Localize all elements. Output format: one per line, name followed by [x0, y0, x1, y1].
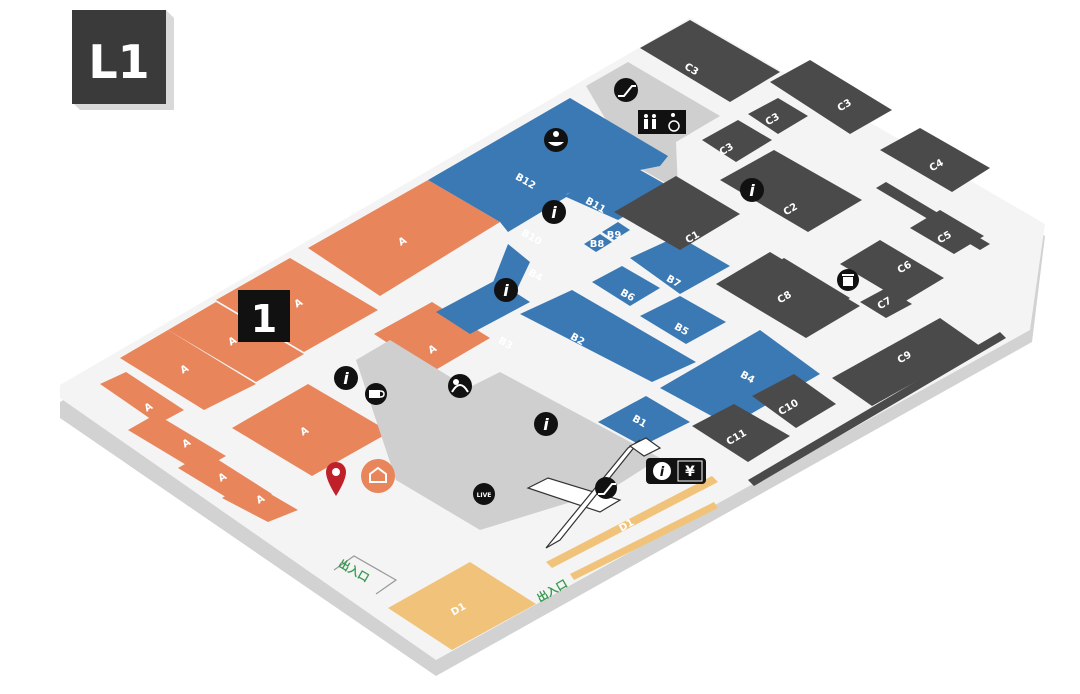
svg-text:LIVE: LIVE [477, 492, 492, 499]
zone-a3[interactable] [168, 302, 304, 382]
zone-c7[interactable] [860, 288, 912, 318]
zone-c6[interactable] [840, 240, 944, 302]
dining-icon[interactable] [544, 128, 568, 152]
zone-c3d[interactable] [702, 120, 772, 162]
zone-c9[interactable] [832, 318, 980, 406]
svg-text:i: i [343, 369, 349, 388]
live-icon[interactable]: LIVE [473, 483, 495, 505]
escalator [526, 437, 662, 549]
zone-a-group: A A A A A A A A A A [100, 180, 500, 522]
zone-b10[interactable] [500, 186, 568, 232]
zone-c10[interactable] [752, 374, 836, 428]
zone-c5[interactable] [910, 210, 984, 254]
zone-a4[interactable] [120, 330, 256, 410]
zone-b11[interactable] [564, 162, 672, 220]
zone-c4[interactable] [880, 128, 990, 192]
zone-c-group: C3 C3 C3 C3 C4 C1 C2 C5 C6 C7 C8 C9 C10 … [614, 20, 990, 462]
zone-a9[interactable] [232, 384, 390, 476]
zone-c8[interactable] [716, 252, 860, 338]
zone-b6[interactable] [592, 266, 660, 306]
zone-a1[interactable] [308, 180, 500, 296]
zone-a2[interactable] [216, 258, 378, 352]
area-number-marker: 1 [238, 290, 290, 342]
zone-b-group: B12 B11 B10 B8 B9 B4 B6 B7 B5 B3 B2 B4 B… [428, 98, 820, 446]
zone-b8-label: B8 [590, 239, 605, 250]
zone-c3a[interactable] [640, 20, 780, 102]
zone-a5[interactable] [100, 372, 184, 424]
svg-text:i: i [503, 281, 509, 300]
zone-b7[interactable] [630, 236, 730, 294]
zone-a10[interactable] [374, 302, 490, 372]
zone-b8[interactable] [584, 234, 612, 252]
info-icon-1[interactable]: i [334, 366, 358, 390]
kids-play-icon[interactable] [448, 374, 472, 398]
common-area-center[interactable] [356, 340, 660, 530]
floor-badge: L1 [72, 10, 174, 110]
zone-d-group: D1 D1 [388, 476, 718, 650]
info-icon-2[interactable]: i [494, 278, 518, 302]
info-icon-4[interactable]: i [534, 412, 558, 436]
zone-c1[interactable] [614, 176, 740, 250]
zone-b4b[interactable] [660, 330, 820, 426]
cafe-icon[interactable] [365, 383, 387, 405]
accessible-icon[interactable] [662, 110, 686, 134]
wall-stripes [748, 182, 1006, 486]
zone-c11[interactable] [692, 404, 790, 462]
zone-a8[interactable] [222, 482, 298, 522]
zone-b5[interactable] [640, 296, 726, 344]
info-icon-5[interactable]: i [740, 178, 764, 202]
restroom-icon[interactable] [638, 110, 662, 134]
service-center-icon[interactable] [361, 459, 395, 493]
escalator-icon[interactable] [595, 477, 617, 499]
zone-c3b[interactable] [770, 60, 892, 134]
zone-d1b[interactable] [546, 476, 718, 568]
zone-d1b-stripe [570, 502, 718, 580]
escalator-top-icon[interactable] [614, 78, 638, 102]
info-icon-6: i [660, 465, 665, 480]
zone-b1[interactable] [598, 396, 690, 446]
info-icon-3[interactable]: i [542, 200, 566, 224]
location-pin-icon[interactable] [326, 462, 346, 496]
zone-b9-label: B9 [607, 230, 622, 241]
trash-icon[interactable] [837, 269, 859, 291]
info-yen-badge[interactable]: i ¥ [646, 458, 706, 484]
zone-b2[interactable] [520, 290, 696, 382]
zone-b9[interactable] [602, 222, 630, 240]
zone-c2[interactable] [720, 150, 862, 232]
zone-b12[interactable] [428, 98, 668, 222]
svg-text:i: i [551, 203, 557, 222]
zone-c3c[interactable] [748, 98, 808, 134]
yen-icon: ¥ [685, 464, 695, 480]
area-number-label: 1 [251, 297, 277, 341]
svg-text:i: i [749, 181, 755, 200]
zone-d1a[interactable] [388, 562, 536, 650]
floor-label: L1 [88, 35, 149, 89]
svg-text:i: i [543, 415, 549, 434]
